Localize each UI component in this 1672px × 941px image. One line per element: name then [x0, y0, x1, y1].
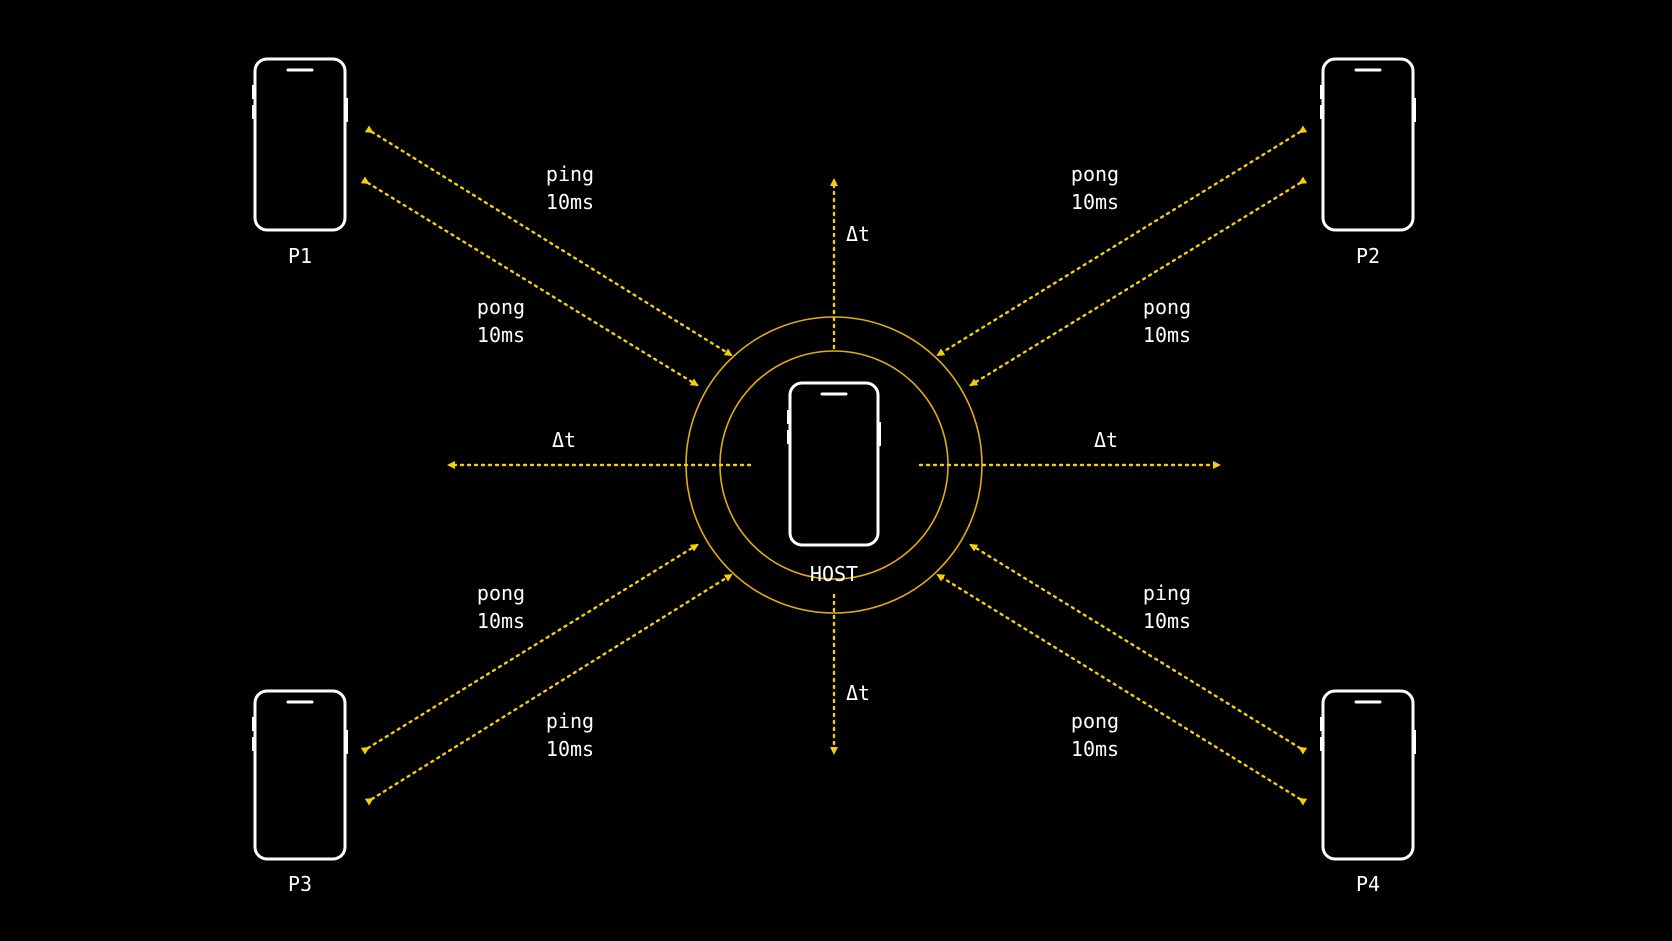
- msg-p4-outer-type: pong: [1071, 709, 1119, 733]
- link-p4-outer: [936, 573, 1308, 806]
- p4-phone-icon: [1320, 689, 1416, 861]
- p1-label: P1: [288, 244, 312, 268]
- delta-label-down: Δt: [846, 681, 870, 705]
- link-p3-outer: [364, 573, 733, 806]
- p2-label: P2: [1356, 244, 1380, 268]
- msg-p1-outer-latency: 10ms: [546, 190, 594, 214]
- msg-p2-inner-type: pong: [1143, 295, 1191, 319]
- host-label: HOST: [810, 562, 858, 586]
- delta-label-up: Δt: [846, 222, 870, 246]
- delta-label-left: Δt: [552, 428, 576, 452]
- p2-phone-icon: [1320, 57, 1416, 232]
- link-p2-inner: [969, 176, 1308, 387]
- msg-p2-outer-latency: 10ms: [1071, 190, 1119, 214]
- msg-p3-inner-latency: 10ms: [477, 609, 525, 633]
- delta-label-right: Δt: [1094, 428, 1118, 452]
- link-p1-inner: [360, 176, 699, 387]
- msg-p3-outer-latency: 10ms: [546, 737, 594, 761]
- msg-p2-outer-type: pong: [1071, 162, 1119, 186]
- msg-p1-outer-type: ping: [546, 162, 594, 186]
- msg-p3-inner-type: pong: [477, 581, 525, 605]
- msg-p3-outer-type: ping: [546, 709, 594, 733]
- msg-p1-inner-latency: 10ms: [477, 323, 525, 347]
- msg-p4-inner-type: ping: [1143, 581, 1191, 605]
- msg-p4-outer-latency: 10ms: [1071, 737, 1119, 761]
- p1-phone-icon: [252, 57, 348, 232]
- msg-p4-inner-latency: 10ms: [1143, 609, 1191, 633]
- p3-phone-icon: [252, 689, 348, 861]
- host-phone-icon: [787, 381, 881, 547]
- msg-p2-inner-latency: 10ms: [1143, 323, 1191, 347]
- p3-label: P3: [288, 872, 312, 896]
- p4-label: P4: [1356, 872, 1380, 896]
- msg-p1-inner-type: pong: [477, 295, 525, 319]
